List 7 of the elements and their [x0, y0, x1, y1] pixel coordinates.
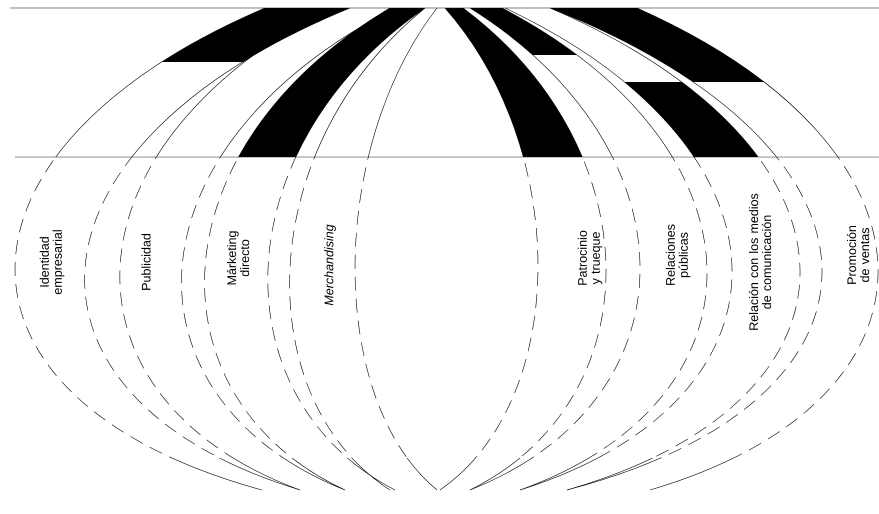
band-label: Relaciones públicas	[666, 224, 690, 285]
band-label: Publicidad	[141, 234, 151, 290]
band-label: Promoción de ventas	[846, 226, 870, 284]
band-label: Identidad empresarial	[40, 230, 64, 294]
band-label: Patrocinio y trueque	[578, 230, 602, 285]
band-label: Márketing directo	[226, 231, 250, 284]
band-label: Merchandising	[324, 224, 336, 306]
